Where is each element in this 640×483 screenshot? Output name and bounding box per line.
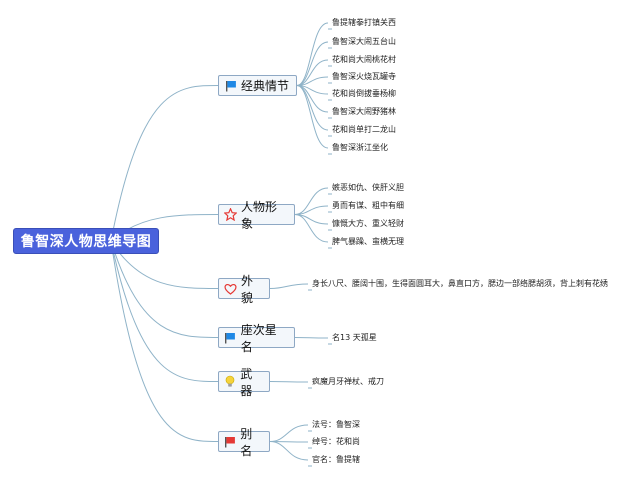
branch-rank-star[interactable]: 座次星名 <box>218 323 295 354</box>
branch-label: 武器 <box>240 366 253 398</box>
red-heart-icon <box>224 282 237 295</box>
branch-leaf-connector <box>294 187 329 215</box>
branch-leaf-connector <box>269 424 309 442</box>
branch-leaf-connector <box>296 85 329 131</box>
branch-leaf-connector <box>294 337 329 339</box>
branch-character-image[interactable]: 人物形象 <box>218 200 295 231</box>
root-branch-connector <box>110 240 219 442</box>
branch-leaf-connector <box>296 22 329 86</box>
leaf-item: 鲁智深大闹五台山 <box>332 37 396 46</box>
branch-alias[interactable]: 别名 <box>218 427 270 458</box>
blue-flag-icon <box>224 331 237 344</box>
branch-leaf-connector <box>296 85 329 113</box>
branch-leaf-connector <box>269 441 309 461</box>
leaf-item: 鲁智深火烧瓦罐寺 <box>332 72 396 81</box>
leaf-item: 花和尚倒拔垂杨柳 <box>332 89 396 98</box>
branch-appearance[interactable]: 外貌 <box>218 274 270 305</box>
blue-flag-icon <box>224 79 237 92</box>
root-branch-connector <box>110 240 219 382</box>
root-branch-connector <box>110 240 219 289</box>
leaf-item: 名13 天孤星 <box>332 333 377 342</box>
branch-label: 人物形象 <box>241 199 278 231</box>
branch-leaf-connector <box>269 283 309 289</box>
branch-leaf-connector <box>296 59 329 86</box>
leaf-item: 慷慨大方、重义轻财 <box>332 219 404 228</box>
leaf-item: 鲁提辖拳打镇关西 <box>332 18 396 27</box>
branch-classic-plots[interactable]: 经典情节 <box>218 75 297 96</box>
leaf-item: 身长八尺、腰阔十围，生得面圆耳大，鼻直口方，腮边一部络腮胡须，背上刺有花绣 <box>312 279 608 288</box>
leaf-item: 鲁智深浙江坐化 <box>332 143 388 152</box>
leaf-item: 法号：鲁智深 <box>312 420 360 429</box>
branch-leaf-connector <box>269 381 309 383</box>
leaf-item: 勇而有谋、粗中有细 <box>332 201 404 210</box>
leaf-item: 鲁智深大闹野猪林 <box>332 107 396 116</box>
root-branch-connector <box>110 240 219 338</box>
root-branch-connector <box>110 85 219 242</box>
branch-leaf-connector <box>294 214 329 243</box>
lightbulb-icon <box>224 375 236 388</box>
branch-label: 座次星名 <box>240 322 277 354</box>
leaf-item: 脾气暴躁、蛮横无理 <box>332 237 404 246</box>
red-star-icon <box>224 208 237 221</box>
branch-leaf-connector <box>296 41 329 86</box>
leaf-item: 疯魔月牙禅杖、戒刀 <box>312 377 384 386</box>
root-topic[interactable]: 鲁智深人物思维导图 <box>13 228 159 254</box>
leaf-item: 嫉恶如仇、侠肝义胆 <box>332 183 404 192</box>
branch-leaf-connector <box>296 85 329 149</box>
branch-label: 别名 <box>240 426 253 458</box>
leaf-item: 花和尚大闹桃花村 <box>332 55 396 64</box>
branch-label: 外貌 <box>241 273 254 305</box>
red-flag-icon <box>224 435 236 448</box>
leaf-item: 官名：鲁提辖 <box>312 455 360 464</box>
leaf-item: 绰号：花和尚 <box>312 437 360 446</box>
branch-label: 经典情节 <box>241 79 290 93</box>
branch-weapon[interactable]: 武器 <box>218 367 270 398</box>
root-title: 鲁智深人物思维导图 <box>20 234 152 250</box>
leaf-item: 花和尚单打二龙山 <box>332 125 396 134</box>
